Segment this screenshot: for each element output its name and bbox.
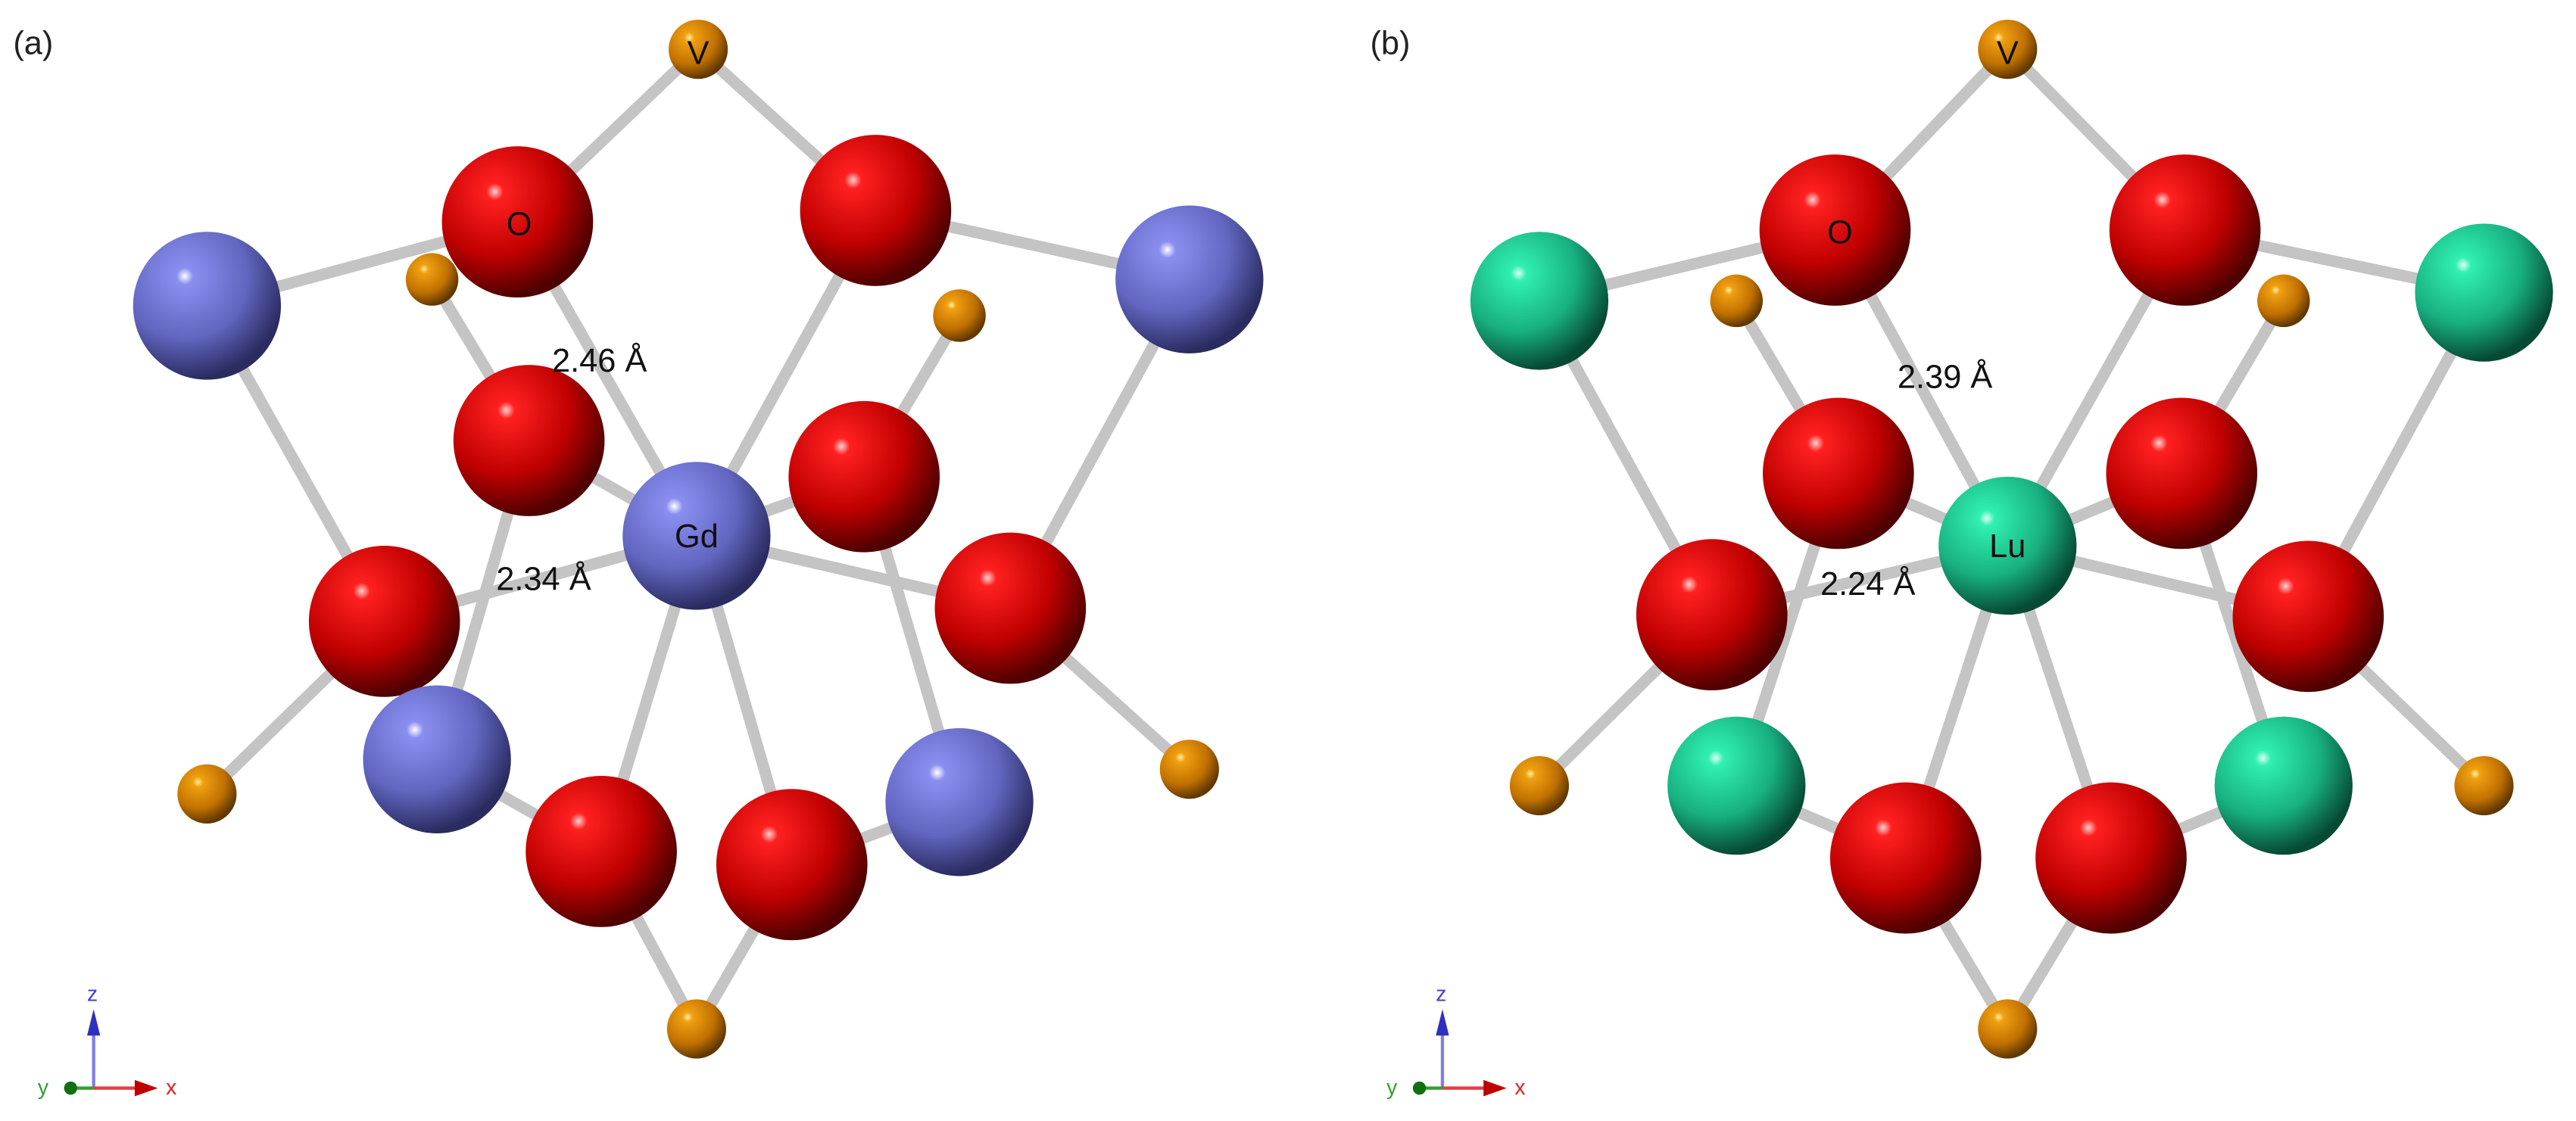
vanadium-atom (666, 999, 726, 1059)
vanadium-atom (177, 764, 237, 824)
atom-label-o: O (1827, 214, 1853, 251)
rare-earth-atom (1115, 205, 1264, 353)
oxygen-atom (716, 789, 868, 941)
oxygen-atom (441, 146, 594, 298)
atom-label-center: Lu (1989, 528, 2026, 565)
vanadium-atom (933, 289, 986, 342)
vanadium-atom (405, 253, 459, 306)
atom-labels-a: V O Gd (507, 36, 719, 555)
axis-label-x: x (1514, 1075, 1525, 1099)
rare-earth-atom (363, 685, 511, 833)
oxygen-atom (308, 545, 460, 697)
oxygen-atom (2106, 397, 2258, 550)
axis-label-y: y (38, 1075, 49, 1099)
atom-labels-b: V O Lu (1827, 36, 2026, 565)
rare-earth-atom (1470, 232, 1609, 370)
panel-b: (b) (1370, 20, 2553, 1099)
axis-label-z: z (87, 981, 98, 1005)
center-atom-gd (622, 462, 771, 610)
oxygen-atom (453, 365, 605, 516)
center-atom-lu (1938, 476, 2077, 615)
atoms-b (1470, 20, 2553, 1059)
distance-label-short: 2.34 Å (496, 562, 591, 598)
distance-label-short: 2.24 Å (1820, 566, 1915, 603)
oxygen-atom (525, 775, 677, 927)
vanadium-atom (1710, 274, 1764, 328)
oxygen-atom (2232, 540, 2384, 693)
vanadium-atom (2257, 274, 2310, 328)
axis-label-x: x (166, 1075, 176, 1099)
oxygen-atom (2035, 782, 2187, 934)
atom-label-v: V (1997, 36, 2019, 72)
atom-label-o: O (507, 207, 532, 243)
vanadium-atom (1159, 740, 1219, 799)
oxygen-atom (2109, 154, 2261, 306)
vanadium-atom (669, 20, 728, 79)
rare-earth-atom (2415, 223, 2553, 362)
panel-a: (a) (13, 20, 1264, 1099)
oxygen-atom (1829, 782, 1982, 934)
rare-earth-atom (2214, 716, 2353, 855)
distance-labels-b: 2.39 Å 2.24 Å (1820, 359, 1992, 603)
vanadium-atom (1978, 20, 2038, 79)
distance-labels-a: 2.46 Å 2.34 Å (496, 343, 647, 598)
rare-earth-atom (885, 727, 1034, 877)
axis-label-z: z (1436, 981, 1446, 1005)
oxygen-atom (1636, 539, 1788, 691)
oxygen-atom (800, 135, 952, 286)
axis-triad-a: z y x (38, 981, 176, 1099)
axis-label-y: y (1386, 1075, 1398, 1099)
vanadium-atom (1509, 755, 1570, 816)
atoms-a (133, 20, 1264, 1059)
vanadium-atom (1978, 999, 2038, 1059)
distance-label-long: 2.39 Å (1898, 359, 1992, 395)
panel-label-a: (a) (13, 26, 53, 62)
oxygen-atom (1759, 154, 1911, 306)
rare-earth-atom (1667, 716, 1806, 855)
panel-label-b: (b) (1370, 26, 1410, 62)
oxygen-atom (788, 400, 940, 553)
atom-label-center: Gd (675, 518, 719, 555)
distance-label-long: 2.46 Å (552, 343, 647, 379)
vanadium-atom (2454, 755, 2514, 816)
oxygen-atom (1763, 397, 1914, 550)
rare-earth-atom (133, 232, 282, 380)
atom-label-v: V (688, 36, 709, 72)
axis-triad-b: z y x (1386, 981, 1525, 1099)
oxygen-atom (934, 532, 1087, 684)
